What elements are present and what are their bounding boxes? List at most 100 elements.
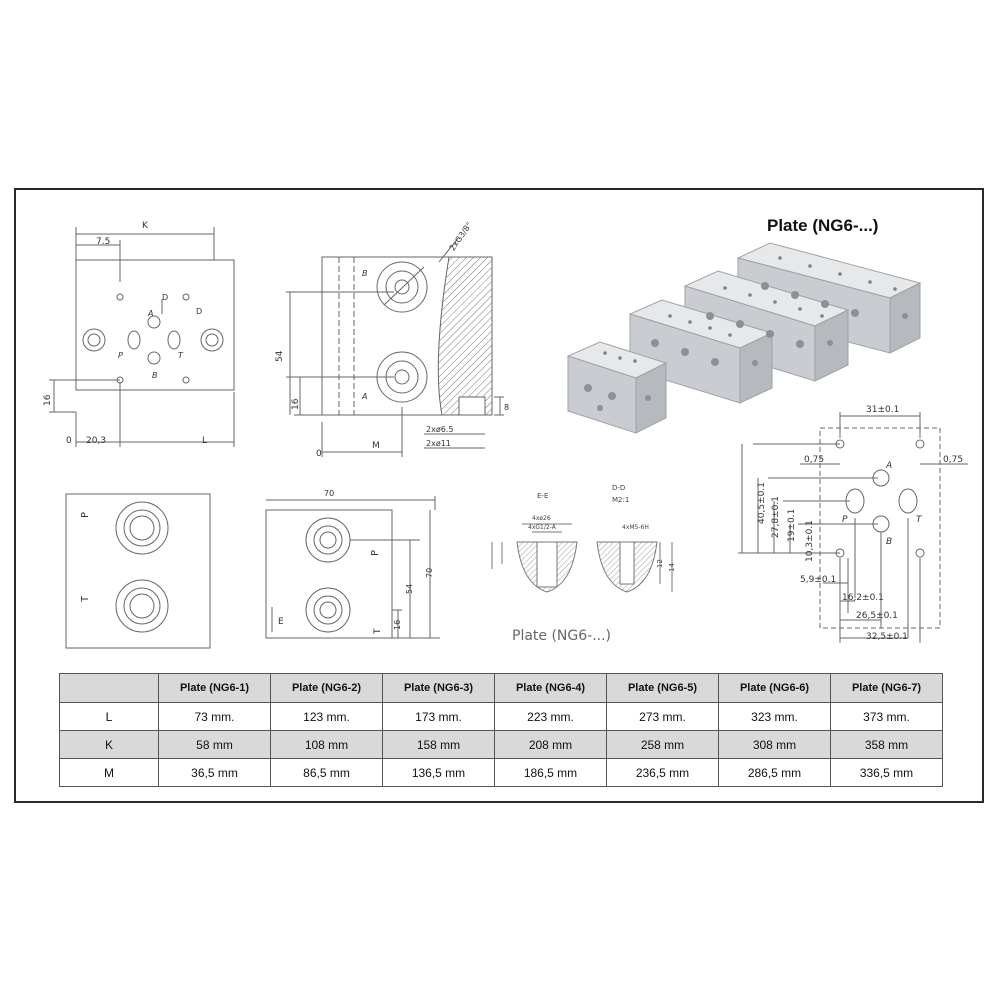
port-t-label: T [178,351,184,360]
side-view-drawing: 2xG3/8" B 54 16 A 8 2xø6.5 2xø11 0 M [264,212,534,462]
dim-zero: 0 [66,436,72,446]
table-cell: 58 mm [158,730,271,759]
bottom2-p-label: P [370,550,381,556]
side-b-label: B [362,269,368,278]
table-cell: 336,5 mm [830,758,943,787]
section-details-drawing: E-E D-D M2:1 4xø26 4xG1/2-A 4xM5-6H 12 1… [472,474,682,659]
port-dim-5-9: 5,9±0.1 [800,575,836,585]
dim-l: L [202,436,207,446]
port-pattern-drawing: 31±0.1 0,75 0,75 40,5±0.1 27,8±0.1 19±0.… [728,398,978,658]
table-cell: 258 mm [606,730,719,759]
bottom1-p-label: P [80,512,91,518]
pattern-port-p: P [842,515,848,525]
table-cell: 373 mm. [830,702,943,731]
table-cell: 186,5 mm [494,758,607,787]
table-cell: 136,5 mm [382,758,495,787]
thread-label: 2xG3/8" [448,221,474,253]
table-cell: 86,5 mm [270,758,383,787]
port-dim-16-2: 16,2±0.1 [842,593,884,603]
table-header-ng6-5: Plate (NG6-5) [606,673,719,703]
section-e1-label: 4xø26 [532,515,551,522]
pattern-port-t: T [916,515,923,525]
table-header-ng6-6: Plate (NG6-6) [718,673,831,703]
table-row: M 36,5 mm 86,5 mm 136,5 mm 186,5 mm 236,… [59,758,943,787]
bottom2-t-label: T [373,628,383,635]
side-a-label: A [361,392,367,401]
table-row: L 73 mm. 123 mm. 173 mm. 223 mm. 273 mm.… [59,702,943,731]
section-dd-label: D-D [612,484,625,492]
section-v2: 14 [668,563,676,572]
port-d1-label: D [162,293,168,302]
port-dim-27-8: 27,8±0.1 [771,496,781,538]
bottom1-t-label: T [80,595,91,603]
bottom2-dim-54: 54 [405,584,414,594]
bottom2-dim-70: 70 [425,568,434,578]
port-dim-075-right: 0,75 [943,455,963,465]
table-cell: 308 mm [718,730,831,759]
port-dim-32-5: 32,5±0.1 [866,632,908,642]
port-dim-26-5: 26,5±0.1 [856,611,898,621]
table-header-ng6-7: Plate (NG6-7) [830,673,943,703]
bottom2-e-label: E [278,617,284,627]
row-label-k: K [59,730,159,759]
table-row: K 58 mm 108 mm 158 mm 208 mm 258 mm 308 … [59,730,943,759]
port-dim-10-3: 10,3±0.1 [805,520,815,562]
table-cell: 158 mm [382,730,495,759]
table-cell: 323 mm. [718,702,831,731]
section-e2-label: 4xG1/2-A [528,524,557,531]
table-cell: 208 mm [494,730,607,759]
side-dim-16: 16 [291,398,301,410]
port-a-label: A [147,309,153,318]
table-header-ng6-3: Plate (NG6-3) [382,673,495,703]
row-label-l: L [59,702,159,731]
plates-3d-render [560,238,930,438]
side-dia-6-5: 2xø6.5 [426,425,453,434]
bottom2-dim-70-top: 70 [324,489,334,498]
dim-k: K [142,221,149,231]
port-b-label: B [152,371,158,380]
table-header-row: Plate (NG6-1) Plate (NG6-2) Plate (NG6-3… [59,673,943,703]
pattern-port-b: B [886,537,892,547]
section-caption: Plate (NG6-...) [512,628,611,644]
side-dia-11: 2xø11 [426,439,451,448]
side-dim-54: 54 [275,350,285,362]
section-scale-label: M2:1 [612,496,629,504]
table-header-ng6-2: Plate (NG6-2) [270,673,383,703]
table-cell: 236,5 mm [606,758,719,787]
section-d1-label: 4xM5-6H [622,524,649,531]
table-cell: 286,5 mm [718,758,831,787]
table-cell: 108 mm [270,730,383,759]
table-header-ng6-4: Plate (NG6-4) [494,673,607,703]
row-label-m: M [59,758,159,787]
plate-title: Plate (NG6-...) [767,216,879,235]
port-dim-075-left: 0,75 [804,455,824,465]
section-ee-label: E-E [537,492,548,500]
port-dim-40-5: 40,5±0.1 [757,482,767,524]
port-dim-31: 31±0.1 [866,405,899,415]
dim-7-5: 7.5 [96,237,110,247]
table-cell: 173 mm. [382,702,495,731]
bottom2-dim-16: 16 [393,620,402,630]
dim-20-3: 20,3 [86,436,106,446]
port-dim-19: 19±0.1 [787,509,797,542]
bottom-view-2-drawing: 70 P 54 70 16 E T [260,482,445,657]
table-header-corner [59,673,159,703]
side-zero: 0 [316,449,322,459]
table-cell: 73 mm. [158,702,271,731]
table-header-ng6-1: Plate (NG6-1) [158,673,271,703]
port-d2-label: D [196,307,202,316]
plate-render-2 [628,299,774,404]
table-cell: 223 mm. [494,702,607,731]
side-dim-m: M [372,441,380,451]
side-dim-8: 8 [504,403,509,412]
front-view-drawing: K 7.5 16 0 20,3 L P A B T D D [34,212,254,462]
bottom-view-1-drawing: P T [62,488,242,658]
section-v1: 12 [656,559,664,568]
table-cell: 273 mm. [606,702,719,731]
table-cell: 358 mm [830,730,943,759]
pattern-port-a: A [885,461,892,471]
dim-16: 16 [43,394,53,406]
table-cell: 123 mm. [270,702,383,731]
port-p-label: P [118,351,123,360]
table-cell: 36,5 mm [158,758,271,787]
